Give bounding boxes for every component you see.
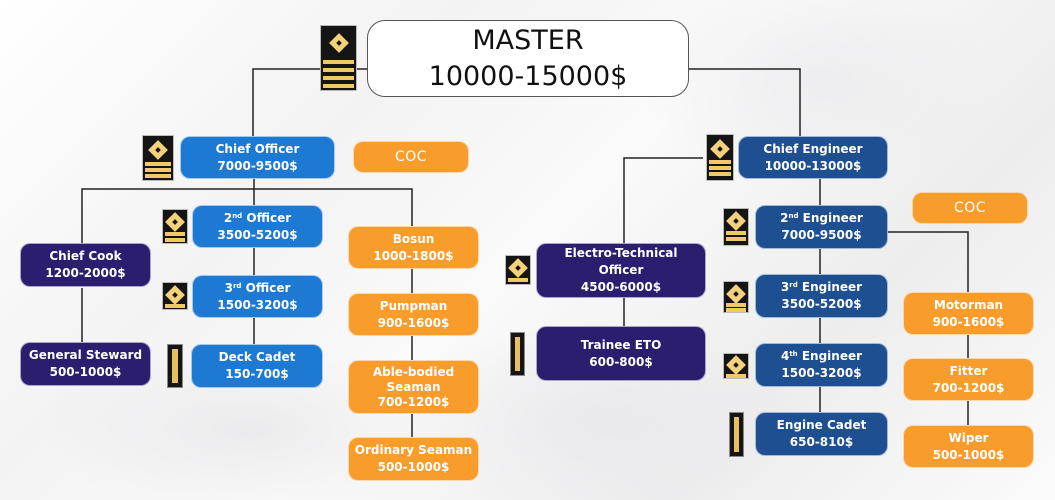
engine-coc-label: COC (953, 199, 987, 216)
line-engine-ratings (888, 231, 969, 292)
ordinary-seaman-salary: 500-1000$ (377, 460, 450, 474)
chief-engineer-insignia-icon (706, 134, 734, 181)
fitter-salary: 700-1200$ (932, 380, 1005, 395)
eto-insignia-icon (505, 255, 531, 285)
general-steward-title: General Steward (28, 348, 143, 362)
master-insignia-icon (320, 25, 357, 91)
fourth-engineer-title: 4th Engineer (780, 349, 863, 363)
second-engineer-insignia-icon (723, 208, 749, 246)
motorman-salary: 900-1600$ (932, 314, 1005, 329)
second-officer-insignia-icon (162, 209, 188, 244)
third-officer-box: 3rd Officer 1500-3200$ (192, 275, 323, 318)
fourth-engineer-salary: 1500-3200$ (781, 366, 862, 380)
deck-coc-badge: COC (353, 141, 469, 173)
bosun-salary: 1000-1800$ (373, 248, 454, 263)
third-engineer-insignia-icon (723, 281, 749, 313)
able-seaman-title: Able-bodied Seaman (372, 364, 455, 394)
second-officer-title: 2nd Officer (223, 210, 292, 225)
deck-cadet-salary: 150-700$ (225, 367, 289, 381)
able-seaman-salary: 700-1200$ (377, 394, 450, 409)
second-engineer-title: 2nd Engineer (780, 211, 863, 225)
fitter-box: Fitter 700-1200$ (903, 358, 1034, 401)
pumpman-box: Pumpman 900-1600$ (348, 293, 479, 336)
wiper-title: Wiper (948, 430, 989, 445)
eto-title: Electro-Technical Officer (564, 246, 678, 277)
deck-cadet-title: Deck Cadet (218, 350, 296, 364)
engine-cadet-salary: 650-810$ (789, 435, 854, 449)
chief-officer-box: Chief Officer 7000-9500$ (180, 136, 335, 179)
engine-cadet-insignia-icon (729, 412, 744, 457)
trainee-eto-salary: 600-800$ (589, 354, 653, 369)
trainee-eto-box: Trainee ETO 600-800$ (536, 326, 706, 381)
pumpman-salary: 900-1600$ (377, 315, 450, 330)
trainee-eto-insignia-icon (510, 332, 525, 376)
second-officer-salary: 3500-5200$ (217, 227, 298, 242)
second-engineer-box: 2nd Engineer 7000-9500$ (755, 205, 888, 249)
third-engineer-salary: 3500-5200$ (781, 297, 862, 311)
trainee-eto-title: Trainee ETO (580, 337, 662, 352)
fitter-title: Fitter (949, 363, 988, 378)
fourth-engineer-insignia-icon (723, 353, 749, 379)
able-seaman-box: Able-bodied Seaman 700-1200$ (348, 360, 479, 414)
line-eto-branch (623, 157, 703, 243)
chief-cook-title: Chief Cook (49, 249, 122, 263)
chief-cook-box: Chief Cook 1200-2000$ (20, 243, 151, 287)
bosun-box: Bosun 1000-1800$ (348, 226, 479, 269)
chief-officer-title: Chief Officer (215, 141, 300, 156)
chief-cook-salary: 1200-2000$ (45, 266, 126, 280)
chief-engineer-title: Chief Engineer (763, 141, 863, 156)
line-master-right (689, 68, 801, 138)
third-officer-insignia-icon (162, 282, 188, 310)
chief-officer-salary: 7000-9500$ (217, 158, 298, 173)
engine-cadet-title: Engine Cadet (776, 418, 867, 432)
deck-coc-label: COC (394, 148, 428, 165)
ordinary-seaman-box: Ordinary Seaman 500-1000$ (348, 437, 479, 481)
second-officer-box: 2nd Officer 3500-5200$ (192, 205, 323, 248)
third-officer-salary: 1500-3200$ (217, 297, 298, 312)
motorman-title: Motorman (933, 297, 1004, 312)
motorman-box: Motorman 900-1600$ (903, 292, 1034, 335)
general-steward-box: General Steward 500-1000$ (20, 342, 151, 386)
wiper-box: Wiper 500-1000$ (903, 425, 1034, 468)
third-engineer-box: 3rd Engineer 3500-5200$ (755, 274, 888, 318)
engine-cadet-box: Engine Cadet 650-810$ (755, 412, 888, 456)
second-engineer-salary: 7000-9500$ (781, 228, 862, 242)
master-title: MASTER (472, 24, 584, 56)
master-box: MASTER 10000-15000$ (367, 20, 689, 97)
wiper-salary: 500-1000$ (932, 447, 1005, 462)
third-engineer-title: 3rd Engineer (780, 280, 863, 294)
general-steward-salary: 500-1000$ (49, 365, 122, 379)
deck-cadet-box: Deck Cadet 150-700$ (191, 344, 323, 388)
line-deck-branch (81, 188, 413, 243)
fourth-engineer-box: 4th Engineer 1500-3200$ (755, 343, 888, 387)
bosun-title: Bosun (392, 231, 435, 246)
chief-officer-insignia-icon (142, 135, 174, 181)
chief-engineer-box: Chief Engineer 10000-13000$ (738, 136, 888, 179)
engine-coc-badge: COC (912, 192, 1028, 224)
eto-box: Electro-Technical Officer 4500-6000$ (536, 243, 706, 298)
eto-salary: 4500-6000$ (580, 280, 662, 294)
third-officer-title: 3rd Officer (224, 280, 291, 295)
pumpman-title: Pumpman (379, 298, 448, 313)
ordinary-seaman-title: Ordinary Seaman (354, 443, 473, 457)
chief-engineer-salary: 10000-13000$ (764, 158, 862, 173)
deck-cadet-insignia-icon (167, 344, 183, 388)
master-salary: 10000-15000$ (428, 60, 628, 92)
